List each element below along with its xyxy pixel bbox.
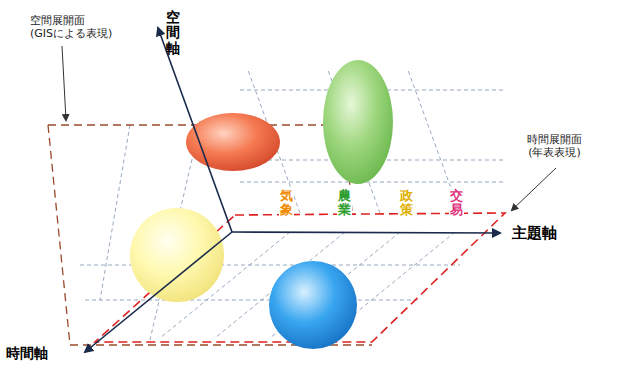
axes: [85, 28, 500, 352]
theme-label: 交易: [449, 189, 464, 218]
leader-arrow: [62, 46, 66, 120]
plane-label: 空間展開面 (GISによる表現): [30, 14, 112, 40]
green-ellipsoid: [323, 60, 393, 184]
blue-sphere: [269, 261, 357, 349]
theme-label: 政策: [399, 189, 414, 218]
yellow-sphere: [130, 208, 224, 302]
axis-label: 時間軸: [6, 345, 48, 362]
axis-label: 空間軸: [166, 10, 180, 56]
theme-label: 農業: [337, 189, 352, 218]
axis-label: 主題軸: [512, 224, 557, 242]
plane-label: 時間展開面 (年表表現): [527, 133, 582, 159]
theme-label: 気象: [279, 189, 294, 218]
leader-arrow: [512, 168, 556, 210]
